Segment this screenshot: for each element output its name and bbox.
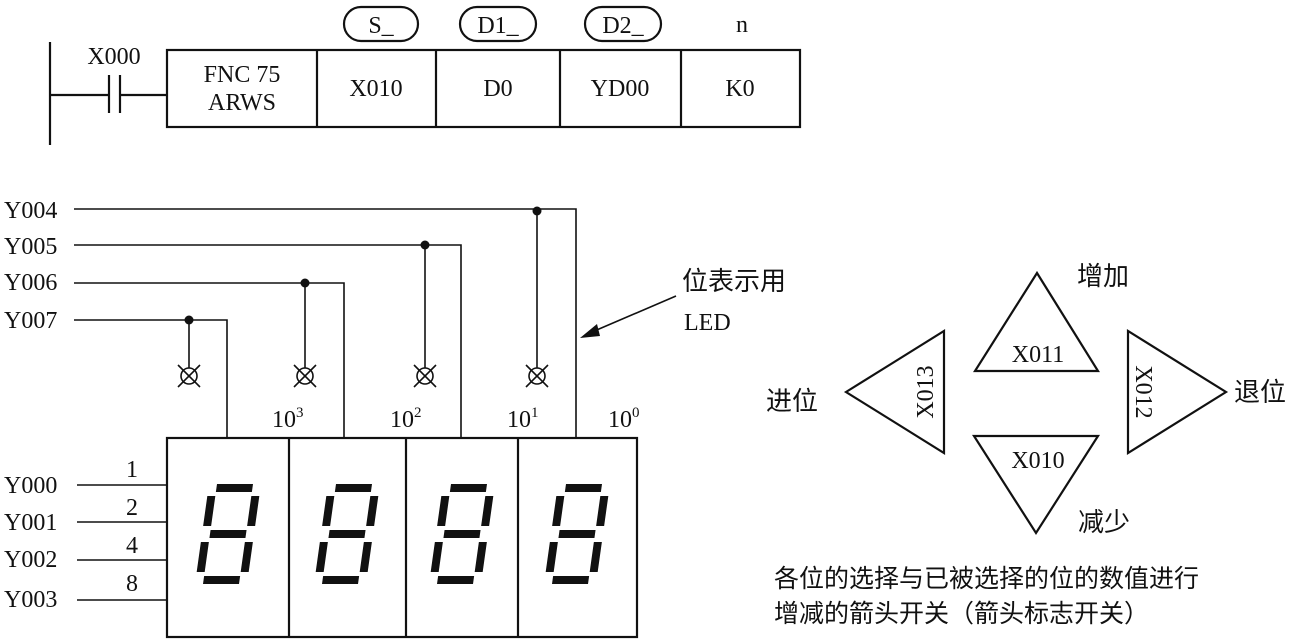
led-indicator-icon (293, 364, 317, 388)
digit-eight-glyph (315, 484, 379, 584)
display-segment (552, 576, 590, 584)
ladder-rung: X000 FNC 75 ARWS X010 D0 YD00 K0 S_ D1_ … (48, 5, 802, 145)
digit-wire (74, 319, 228, 438)
arrow-key-switches: X011 增加 X010 减少 X013 进位 X012 退位 (766, 262, 1286, 537)
operand-header-badge (583, 5, 663, 43)
digit-wire (74, 282, 345, 438)
bcd-weight: 2 (126, 495, 138, 521)
place-value: 102 (390, 405, 422, 433)
display-segment (322, 496, 335, 526)
display-segment (589, 542, 602, 572)
up-arrow-key (973, 270, 1100, 373)
display-segment (322, 576, 360, 584)
display-segment (366, 496, 379, 526)
bcd-weight: 4 (126, 533, 138, 559)
bcd-line-label: Y002 (4, 547, 57, 573)
left-arrow-key (843, 329, 946, 455)
display-segment (449, 484, 487, 492)
digit-select-wiring: Y004 Y005 Y006 Y007 (4, 198, 786, 438)
up-key-label: 增加 (1077, 262, 1129, 291)
display-segment (430, 542, 443, 572)
display-segment (328, 530, 366, 538)
operand-value-d2: YD00 (591, 76, 650, 102)
operand-value-n: K0 (725, 76, 754, 102)
led-indicator-icon (525, 364, 549, 388)
operand-header-n: n (736, 12, 748, 38)
display-segment (247, 496, 260, 526)
caption-line-1: 各位的选择与已被选择的位的数值进行 (774, 565, 1199, 593)
left-key-input: X013 (913, 365, 939, 418)
seven-segment-display (165, 436, 639, 639)
down-key-label: 减少 (1078, 508, 1130, 537)
digit-line-label: Y005 (4, 234, 57, 260)
down-key-input: X010 (1011, 448, 1064, 474)
left-key-label: 进位 (766, 387, 818, 416)
bcd-data-wiring: Y000 Y001 Y002 Y003 1 2 4 8 (4, 457, 167, 613)
callout-arrow (591, 295, 677, 333)
operand-header-badge (342, 5, 420, 43)
place-value: 103 (272, 405, 304, 433)
display-segment (203, 496, 216, 526)
caption-line-2: 增减的箭头开关（箭头标志开关） (774, 600, 1149, 628)
display-segment (545, 542, 558, 572)
display-segment (209, 530, 247, 538)
display-segment (596, 496, 609, 526)
display-segment (558, 530, 596, 538)
display-segment (315, 542, 328, 572)
place-value: 100 (608, 405, 640, 433)
display-segment (443, 530, 481, 538)
display-frame (165, 436, 639, 639)
led-indicator-icon (413, 364, 437, 388)
digit-wire (74, 244, 462, 438)
display-segment (564, 484, 602, 492)
display-segment (334, 484, 372, 492)
digit-wire (74, 208, 577, 438)
digit-eight-glyph (430, 484, 494, 584)
place-value-labels: 103 102 101 100 (272, 405, 640, 433)
operand-value-s: X010 (349, 76, 402, 102)
operand-value-d1: D0 (483, 76, 512, 102)
digit-line-label: Y006 (4, 270, 57, 296)
display-segment (215, 484, 253, 492)
digit-eight-glyph (545, 484, 609, 584)
display-segment (474, 542, 487, 572)
digit-line-label: Y007 (4, 308, 57, 334)
callout-arrowhead (580, 324, 600, 338)
display-segment (359, 542, 372, 572)
led-label-sub: LED (684, 310, 731, 336)
operand-header-badge (458, 5, 538, 43)
display-segment (196, 542, 209, 572)
instruction-box (165, 48, 802, 129)
right-key-label: 退位 (1234, 378, 1286, 407)
display-segment (203, 576, 241, 584)
right-key-input: X012 (1130, 365, 1156, 418)
bcd-weight: 8 (126, 571, 138, 597)
bcd-line-label: Y000 (4, 473, 57, 499)
display-segment (240, 542, 253, 572)
contact-label: X000 (87, 44, 140, 70)
display-segment (552, 496, 565, 526)
down-arrow-key (971, 434, 1101, 536)
led-label: 位表示用 (682, 267, 786, 296)
bcd-line-label: Y001 (4, 510, 57, 536)
bcd-weight: 1 (126, 457, 138, 483)
digit-line-label: Y004 (4, 198, 57, 224)
instruction-code: FNC 75 (204, 62, 281, 88)
operand-header-d2: D2_ (602, 13, 644, 39)
place-value: 101 (507, 405, 539, 433)
display-segment (437, 496, 450, 526)
right-arrow-key (1126, 329, 1229, 455)
bcd-line-label: Y003 (4, 587, 57, 613)
display-segment (481, 496, 494, 526)
operand-header-d1: D1_ (477, 13, 519, 39)
digit-eight-glyph (196, 484, 260, 584)
display-segment (437, 576, 475, 584)
instruction-mnemonic: ARWS (208, 90, 276, 116)
operand-header-s: S_ (368, 13, 394, 39)
up-key-input: X011 (1012, 342, 1064, 368)
led-indicator-icon (177, 364, 201, 388)
